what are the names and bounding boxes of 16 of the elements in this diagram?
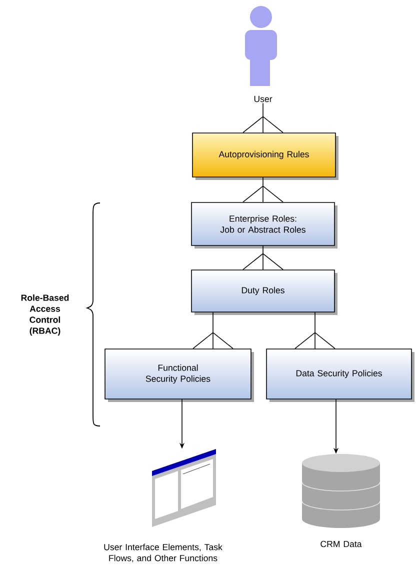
process-box: Autoprovisioning Rules	[192, 132, 338, 180]
process-box: Data Security Policies	[266, 348, 414, 402]
process-box: Functional Security Policies	[104, 348, 254, 402]
bracket-label: Role-Based Access Control (RBAC)	[21, 294, 69, 336]
node-label: User	[254, 96, 272, 102]
connector	[192, 312, 234, 349]
window-drawing	[152, 449, 216, 527]
connector	[242, 246, 284, 270]
node-caption: CRM Data	[320, 540, 362, 548]
node-caption: User Interface Elements, Task Flows, and Other Functions	[104, 544, 222, 562]
database-drawing	[302, 454, 380, 528]
connector	[294, 312, 336, 349]
connector	[242, 177, 284, 202]
process-box: Duty Roles	[191, 270, 338, 315]
connector	[242, 102, 284, 133]
process-box: Enterprise Roles: Job or Abstract Roles	[191, 202, 338, 248]
